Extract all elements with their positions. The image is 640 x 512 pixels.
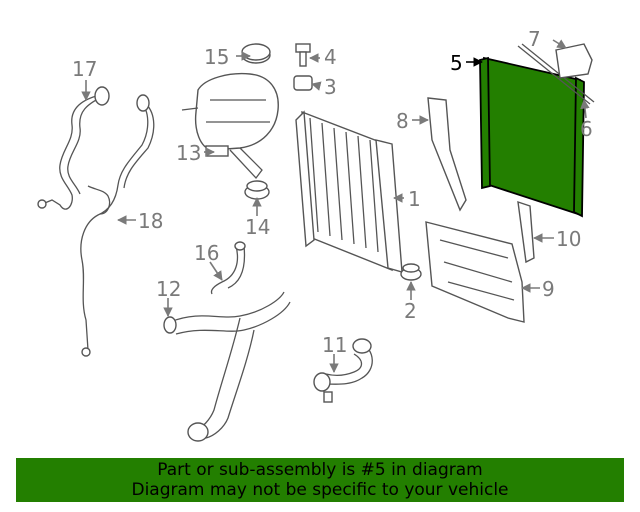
seal-6 [517,43,595,105]
callout-5: 5 [450,51,463,75]
callout-18: 18 [138,209,163,233]
radiator-1 [295,110,403,273]
callout-8: 8 [396,109,409,133]
clip-3 [293,75,313,91]
callout-10: 10 [556,227,581,251]
hose-18 [80,94,155,357]
mount-14 [244,180,270,200]
bolt-4 [295,43,311,67]
callout-12: 12 [156,277,181,301]
condenser-5 [479,56,585,218]
hose-11 [313,338,373,403]
leader-lines [81,39,590,373]
callout-16: 16 [194,241,219,265]
callout-13: 13 [176,141,201,165]
callout-17: 17 [72,57,97,81]
bracket-10 [517,200,535,264]
part-info-banner: Part or sub-assembly is #5 in diagram Di… [16,458,624,502]
cap-15 [241,43,271,64]
callout-7: 7 [528,27,541,51]
callout-2: 2 [404,299,417,323]
hose-17 [37,86,110,210]
shroud-9 [425,221,525,323]
callout-9: 9 [542,277,555,301]
callout-3: 3 [324,75,337,99]
hose-12 [163,291,291,442]
parts-diagram: 17 15 4 5 7 3 8 6 13 1 18 14 10 16 9 12 … [37,27,595,442]
callout-1: 1 [408,187,421,211]
callout-6: 6 [580,117,593,141]
callout-14: 14 [245,215,270,239]
banner-line-2: Diagram may not be specific to your vehi… [131,480,509,500]
hose-16 [210,241,246,295]
callout-15: 15 [204,45,229,69]
expansion-tank [181,72,279,180]
callout-11: 11 [322,333,347,357]
bracket-8 [427,97,467,212]
mount-2 [400,263,422,281]
callout-4: 4 [324,45,337,69]
module-7 [555,43,593,79]
banner-line-1: Part or sub-assembly is #5 in diagram [157,460,483,480]
